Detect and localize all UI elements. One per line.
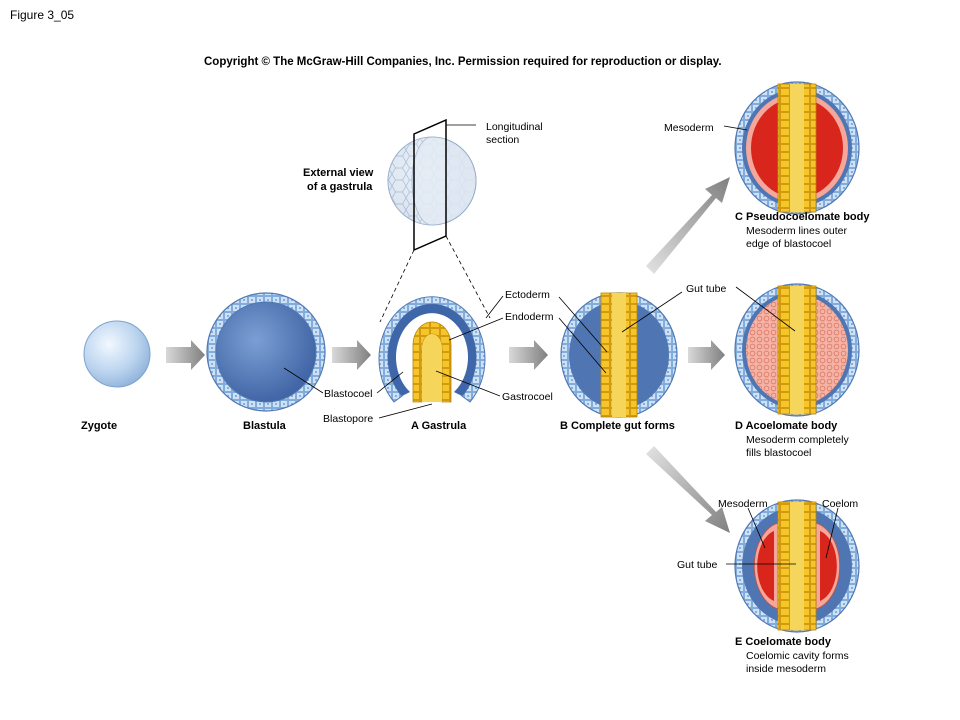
- blastula-illustration: [206, 292, 326, 412]
- pseudocoelomate-illustration: [734, 81, 860, 215]
- leader-mesoderm-c: [723, 125, 748, 131]
- title-coelomate: E Coelomate body: [735, 636, 832, 648]
- leader-ectoderm-b: [558, 296, 608, 353]
- leader-mesoderm-e: [747, 507, 766, 549]
- label-zygote: Zygote: [81, 420, 117, 432]
- arrow-gastrula-to-gut: [509, 340, 548, 370]
- title-pseudocoelomate: C Pseudocoelomate body: [735, 211, 870, 223]
- coelomate-illustration: [734, 499, 860, 633]
- figure-title: Figure 3_05: [10, 8, 74, 22]
- leader-endoderm: [448, 317, 504, 341]
- desc-acoelomate-1: Mesoderm completely: [746, 434, 849, 446]
- arrow-gut-to-coelomate: [646, 446, 730, 533]
- label-coelom: Coelom: [822, 498, 858, 510]
- arrow-zygote-to-blastula: [166, 340, 205, 370]
- label-blastopore: Blastopore: [323, 413, 373, 425]
- label-complete-gut: B Complete gut forms: [560, 420, 675, 432]
- desc-pseudocoelomate-2: edge of blastocoel: [746, 238, 831, 250]
- gastrula-illustration: [378, 296, 486, 403]
- leader-ectoderm: [485, 295, 504, 319]
- arrow-gut-to-pseudocoelomate: [646, 177, 730, 274]
- label-gastrocoel: Gastrocoel: [502, 391, 553, 403]
- copyright-notice: Copyright © The McGraw-Hill Companies, I…: [204, 56, 722, 68]
- leader-gastrocoel: [435, 370, 501, 397]
- label-external-view-2: of a gastrula: [307, 181, 373, 193]
- leader-gut-tube-b: [621, 291, 683, 333]
- label-gut-tube-top: Gut tube: [686, 283, 726, 295]
- leader-blastopore: [378, 403, 433, 419]
- label-mesoderm-e: Mesoderm: [718, 498, 768, 510]
- external-gastrula-illustration: [387, 118, 477, 252]
- arrow-gut-to-acoelomate: [688, 340, 725, 370]
- acoelomate-illustration: [734, 283, 860, 417]
- label-gut-tube-e: Gut tube: [677, 559, 717, 571]
- desc-coelomate-2: inside mesoderm: [746, 663, 826, 675]
- projection-line-left: [379, 249, 415, 323]
- leader-endoderm-b: [558, 317, 607, 374]
- label-gastrula: A Gastrula: [411, 420, 467, 432]
- leader-blastocoel-blastula: [283, 367, 324, 394]
- label-endoderm: Endoderm: [505, 311, 554, 323]
- leader-coelom: [825, 507, 839, 559]
- label-blastula: Blastula: [243, 420, 287, 432]
- leader-blastocoel-gastrula: [376, 371, 404, 394]
- label-longitudinal-2: section: [486, 134, 519, 146]
- label-ectoderm: Ectoderm: [505, 289, 550, 301]
- label-blastocoel: Blastocoel: [324, 388, 372, 400]
- desc-pseudocoelomate-1: Mesoderm lines outer: [746, 225, 847, 237]
- desc-coelomate-1: Coelomic cavity forms: [746, 650, 849, 662]
- title-acoelomate: D Acoelomate body: [735, 420, 838, 432]
- projection-line-right: [445, 235, 491, 319]
- zygote-illustration: [83, 320, 151, 388]
- leader-gut-tube-d: [735, 286, 796, 332]
- complete-gut-illustration: [560, 292, 678, 418]
- label-mesoderm-c: Mesoderm: [664, 122, 714, 134]
- arrow-blastula-to-gastrula: [332, 340, 371, 370]
- label-external-view-1: External view: [303, 167, 374, 179]
- desc-acoelomate-2: fills blastocoel: [746, 447, 811, 459]
- label-longitudinal-1: Longitudinal: [486, 121, 543, 133]
